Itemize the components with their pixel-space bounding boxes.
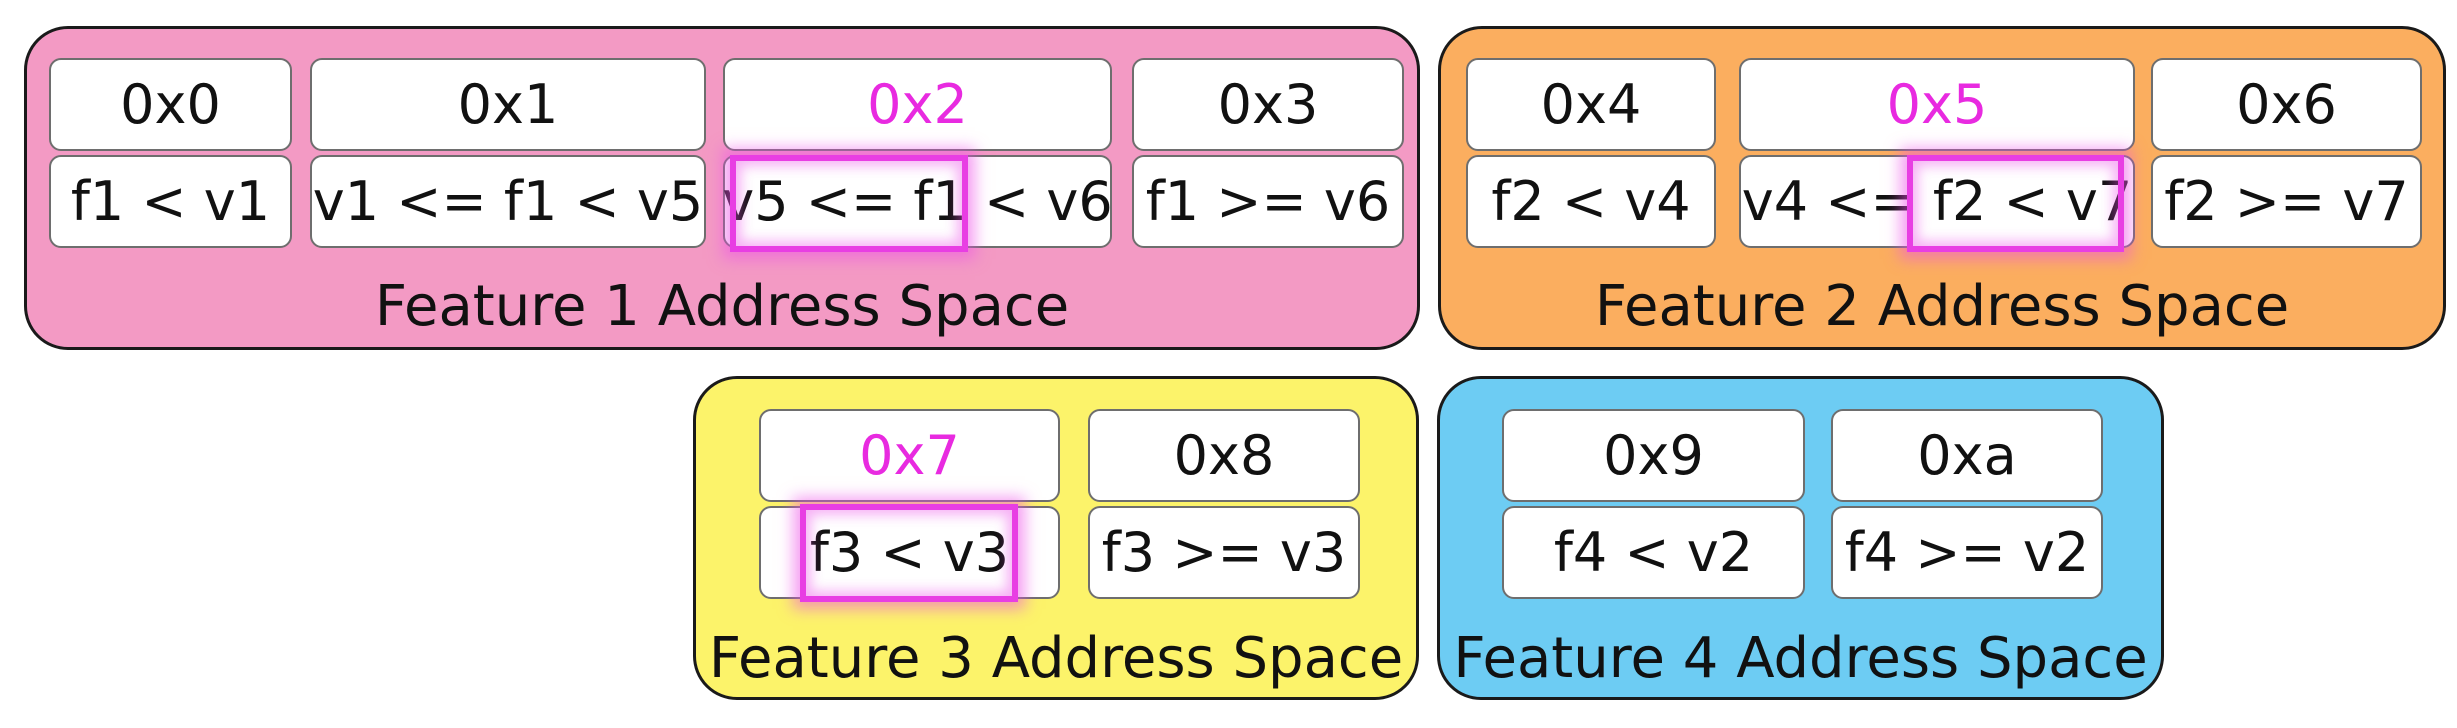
feature4-address-0xa: 0xa bbox=[1831, 409, 2103, 502]
feature1-condition-0x3: f1 >= v6 bbox=[1132, 155, 1404, 248]
feature3-address-0x8: 0x8 bbox=[1088, 409, 1360, 502]
feature1-address-0x0: 0x0 bbox=[49, 58, 292, 151]
feature1-address-0x3: 0x3 bbox=[1132, 58, 1404, 151]
feature2-condition-0x6: f2 >= v7 bbox=[2151, 155, 2422, 248]
feature2-highlight-box bbox=[1907, 155, 2124, 252]
feature2-address-0x6: 0x6 bbox=[2151, 58, 2422, 151]
feature1-condition-0x0: f1 < v1 bbox=[49, 155, 292, 248]
feature3-condition-0x7: f3 < v3 bbox=[759, 506, 1060, 599]
feature1-condition-0x2: v5 <= f1 < v6 bbox=[722, 155, 1113, 248]
feature3-highlight-box bbox=[800, 504, 1018, 602]
feature1-address-0x2: 0x2 bbox=[723, 58, 1112, 151]
feature4-condition-0x9: f4 < v2 bbox=[1502, 506, 1805, 599]
feature2-address-space: 0x4 f2 < v4 0x5 v4 <= f2 < v7 0x6 f2 >= … bbox=[1438, 26, 2446, 350]
feature1-condition-0x1: v1 <= f1 < v5 bbox=[310, 155, 706, 248]
feature2-title: Feature 2 Address Space bbox=[1594, 274, 2290, 339]
feature2-address-0x4: 0x4 bbox=[1466, 58, 1716, 151]
feature1-address-space: 0x0 f1 < v1 0x1 v1 <= f1 < v5 0x2 v5 <= … bbox=[24, 26, 1420, 350]
feature4-address-0x9: 0x9 bbox=[1502, 409, 1805, 502]
feature2-condition-0x4: f2 < v4 bbox=[1466, 155, 1716, 248]
feature1-address-0x1: 0x1 bbox=[310, 58, 706, 151]
feature4-condition-0xa: f4 >= v2 bbox=[1831, 506, 2103, 599]
feature4-address-space: 0x9 f4 < v2 0xa f4 >= v2 Feature 4 Addre… bbox=[1437, 376, 2164, 700]
feature3-title: Feature 3 Address Space bbox=[708, 626, 1404, 691]
feature3-condition-0x8: f3 >= v3 bbox=[1088, 506, 1360, 599]
feature3-address-space: 0x7 f3 < v3 0x8 f3 >= v3 Feature 3 Addre… bbox=[693, 376, 1419, 700]
feature2-address-0x5: 0x5 bbox=[1739, 58, 2135, 151]
feature4-title: Feature 4 Address Space bbox=[1453, 626, 2148, 691]
feature3-address-0x7: 0x7 bbox=[759, 409, 1060, 502]
feature1-highlight-box bbox=[730, 155, 968, 252]
feature1-title: Feature 1 Address Space bbox=[374, 274, 1070, 339]
